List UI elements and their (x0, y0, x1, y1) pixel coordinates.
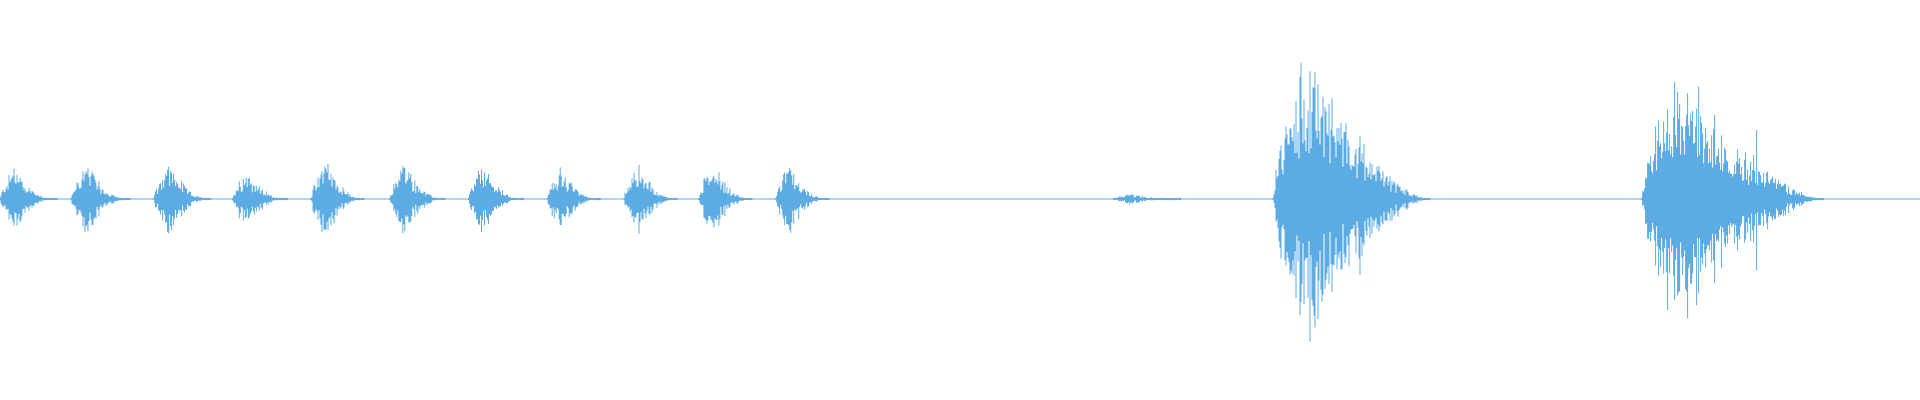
waveform-burst-14 (1641, 82, 1825, 319)
waveform-burst-10 (698, 172, 753, 228)
waveform-burst-7 (468, 169, 524, 232)
waveform-burst-3 (153, 166, 212, 234)
waveform-burst-6 (389, 166, 446, 234)
waveform-burst-13 (1272, 62, 1431, 342)
waveform-burst-1 (0, 168, 58, 226)
waveform-burst-4 (231, 177, 288, 221)
waveform-bursts (0, 62, 1825, 342)
waveform-burst-9 (623, 164, 678, 234)
waveform-burst-12 (1113, 194, 1182, 205)
waveform-burst-2 (70, 168, 131, 232)
waveform-burst-11 (775, 167, 830, 233)
waveform-burst-8 (546, 167, 601, 225)
waveform-burst-5 (310, 164, 365, 233)
